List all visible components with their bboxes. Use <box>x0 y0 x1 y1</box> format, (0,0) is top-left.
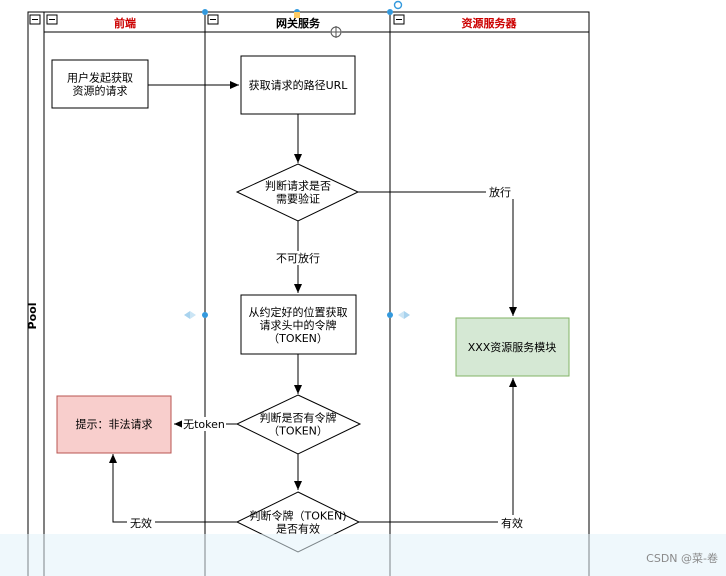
lane-title-resource: 资源服务器 <box>462 16 518 30</box>
lane-title-frontend: 前端 <box>114 16 136 30</box>
node-resource-module[interactable]: XXX资源服务模块 <box>455 317 570 377</box>
node-need-auth[interactable]: 判断请求是否需要验证 <box>235 163 360 222</box>
edge-label-group: 放行 不可放行 无token 无效 有效 <box>127 185 526 530</box>
rotate-icon[interactable] <box>393 0 403 10</box>
node-label: 从约定好的位置获取请求头中的令牌（TOKEN） <box>249 305 348 345</box>
node-label: XXX资源服务模块 <box>468 340 557 354</box>
lane-collapse-icon[interactable] <box>46 14 58 25</box>
lane-collapse-icon[interactable] <box>393 14 405 25</box>
pool[interactable]: Pool <box>26 11 590 576</box>
lane-collapse-icon[interactable] <box>207 14 219 25</box>
node-user-request[interactable]: 用户发起获取资源的请求 <box>51 59 149 109</box>
node-label: 获取请求的路径URL <box>249 78 349 92</box>
node-label: 用户发起获取资源的请求 <box>67 71 133 98</box>
lane-gateway[interactable]: 网关服务 <box>207 14 321 30</box>
pool-label: Pool <box>26 303 39 330</box>
node-label: 判断请求是否需要验证 <box>265 179 331 206</box>
edge-valid[interactable] <box>359 378 517 523</box>
node-get-token[interactable]: 从约定好的位置获取请求头中的令牌（TOKEN） <box>240 294 357 355</box>
edge-invalid[interactable] <box>109 454 237 523</box>
move-icon[interactable] <box>330 26 342 38</box>
resize-handle[interactable] <box>387 9 393 15</box>
edge-label-no-token: 无token <box>183 418 225 431</box>
edge-label-not-pass: 不可放行 <box>276 251 320 265</box>
lane-resource-server[interactable]: 资源服务器 <box>393 14 518 30</box>
node-token-valid[interactable]: 判断令牌（TOKEN)是否有效 <box>235 491 361 553</box>
edge-label-valid: 有效 <box>501 516 523 530</box>
node-label: 提示：非法请求 <box>76 417 153 431</box>
resize-handle[interactable] <box>202 9 208 15</box>
lane-title-gateway: 网关服务 <box>276 16 321 30</box>
node-has-token[interactable]: 判断是否有令牌（TOKEN） <box>235 394 362 455</box>
anchor-marker[interactable] <box>294 12 300 18</box>
lane-frontend[interactable]: 前端 <box>46 14 136 30</box>
edge-label-pass: 放行 <box>489 185 511 199</box>
edge-label-invalid: 无效 <box>130 516 152 530</box>
resize-handle[interactable] <box>387 312 393 318</box>
resize-handle[interactable] <box>202 312 208 318</box>
arrow-handle-left-icon[interactable] <box>184 311 196 319</box>
arrow-handle-right-icon[interactable] <box>398 311 410 319</box>
node-illegal-request[interactable]: 提示：非法请求 <box>56 395 172 454</box>
edge-auth-pass[interactable] <box>358 191 517 316</box>
pool-collapse-icon[interactable] <box>29 14 41 25</box>
watermark: CSDN @菜-卷 <box>646 552 718 565</box>
node-label: 判断令牌（TOKEN)是否有效 <box>249 509 346 536</box>
node-get-url[interactable]: 获取请求的路径URL <box>240 55 356 115</box>
node-label: 判断是否有令牌（TOKEN） <box>260 411 337 438</box>
